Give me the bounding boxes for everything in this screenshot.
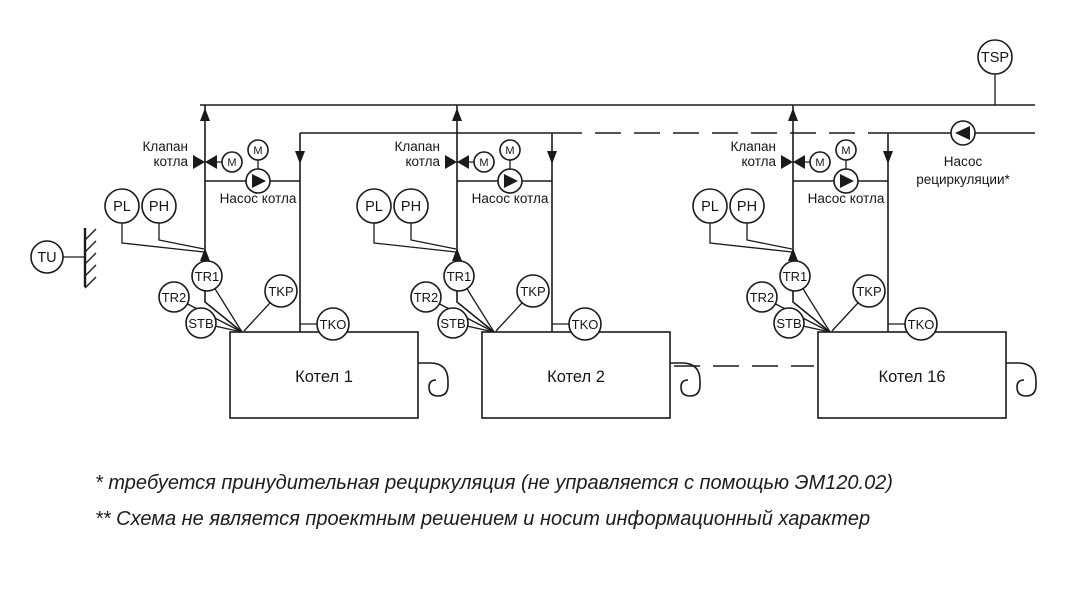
- recirculation-pump-arrow: [955, 126, 970, 140]
- boiler-title-1: Котел 1: [295, 368, 353, 386]
- boiler-unit-3: [692, 104, 1037, 419]
- tsp-sensor: [977, 39, 1013, 75]
- tu-sensor: [30, 240, 64, 274]
- wall-hatching: [84, 228, 97, 289]
- recirc-pump-label-line2: рециркуляции*: [916, 172, 1010, 187]
- boiler-title-2: Котел 2: [547, 368, 605, 386]
- recirculation-pump-assembly: Насос рециркуляции*: [916, 120, 1011, 187]
- tsp-label: TSP: [981, 50, 1009, 66]
- tu-sensor-assembly: TU: [30, 228, 97, 289]
- footnote-2: ** Схема не является проектным решением …: [95, 508, 870, 530]
- tsp-sensor-assembly: TSP: [977, 39, 1013, 105]
- recirc-pump-label-line1: Насос: [944, 154, 983, 169]
- tu-label: TU: [37, 250, 56, 266]
- footnote-1: * требуется принудительная рециркуляция …: [95, 472, 893, 494]
- boiler-title-3: Котел 16: [879, 368, 946, 386]
